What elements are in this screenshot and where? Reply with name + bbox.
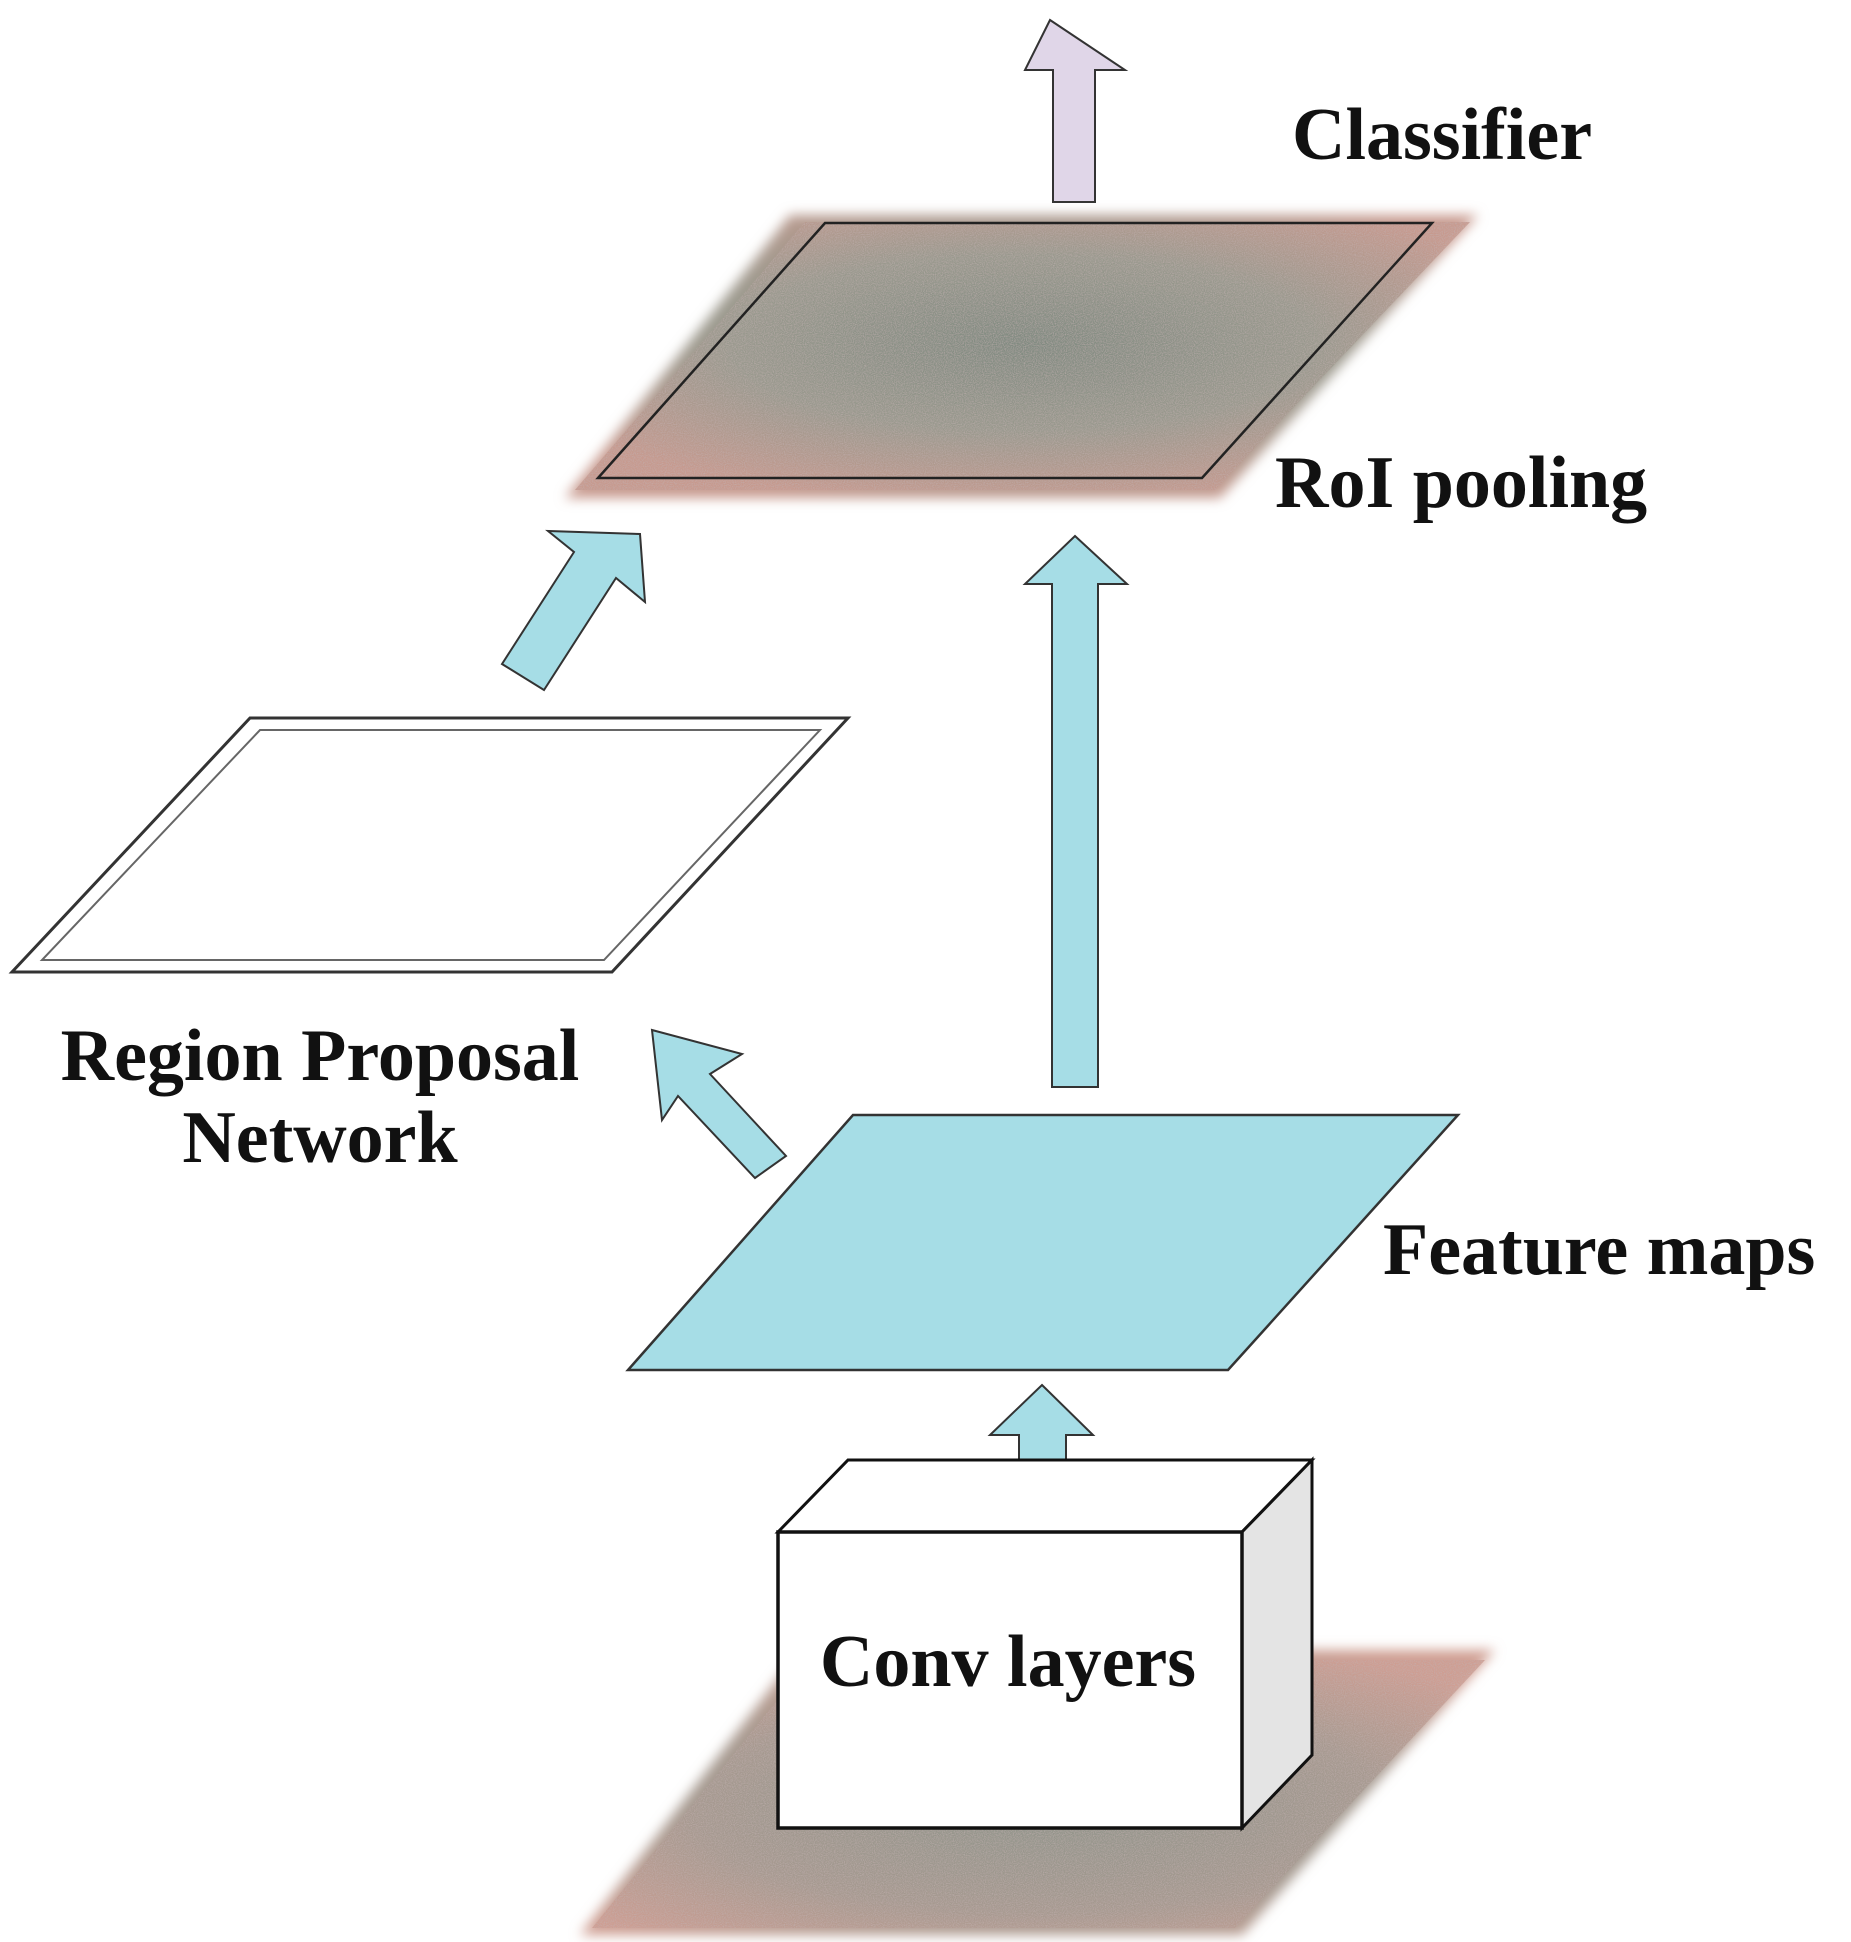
- roi-pooling-label: RoI pooling: [1275, 442, 1648, 524]
- roi-pooling-map: [565, 215, 1478, 498]
- conv-layers-label: Conv layers: [819, 1621, 1197, 1703]
- classifier-label: Classifier: [1292, 94, 1593, 176]
- classifier-arrow: [1023, 18, 1129, 203]
- roi-pooling-border: [595, 221, 1435, 480]
- feature-to-roi-arrow: [1022, 534, 1130, 1088]
- conv-box-top: [774, 1458, 1316, 1534]
- feature-maps-plane: [625, 1113, 1461, 1372]
- rpn-to-roi-arrow: [500, 529, 647, 692]
- conv-box-front: [776, 1530, 1244, 1830]
- rpn-label-line2: Network: [182, 1097, 458, 1179]
- rpn-map: [8, 716, 852, 974]
- feature-to-rpn-arrow: [650, 1028, 788, 1180]
- feature-maps-label: Feature maps: [1383, 1209, 1816, 1291]
- rpn-label: Region Proposal Network: [20, 1015, 620, 1179]
- conv-layers-box: [774, 1456, 1316, 1832]
- rpn-label-line1: Region Proposal: [60, 1015, 580, 1097]
